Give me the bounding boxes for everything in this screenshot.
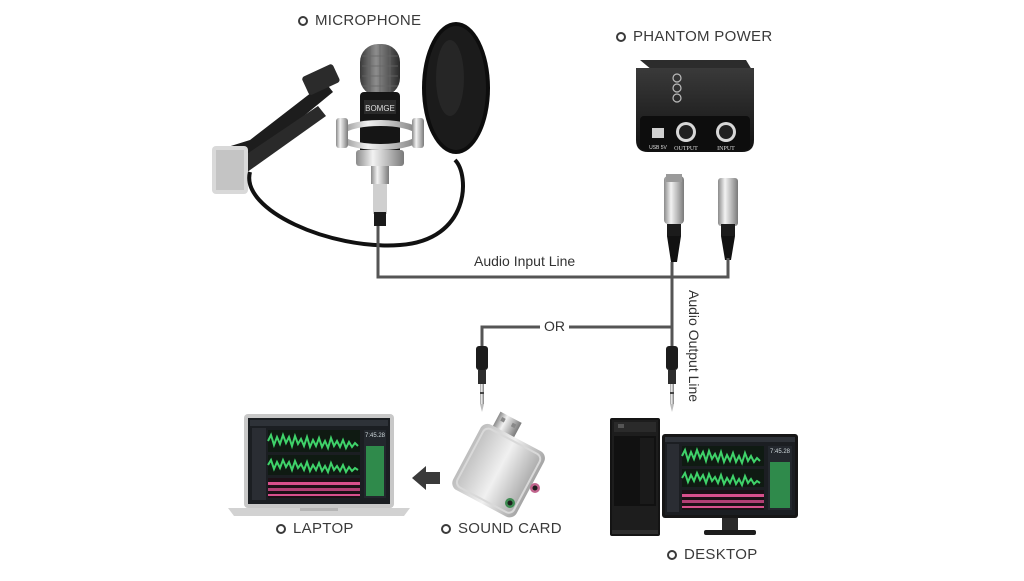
bullet-icon bbox=[667, 549, 677, 560]
microphone-icon: BOMGE bbox=[336, 44, 424, 226]
xlr-female-connector-icon bbox=[664, 174, 684, 262]
boom-arm bbox=[212, 64, 340, 194]
phantom-power-label: PHANTOM POWER bbox=[616, 28, 772, 45]
desktop-label-text: DESKTOP bbox=[684, 546, 758, 563]
output-port-label: OUTPUT bbox=[674, 146, 698, 152]
sound-card-icon bbox=[452, 411, 545, 518]
bullet-icon bbox=[441, 523, 451, 534]
brand-logo bbox=[672, 73, 682, 103]
microphone-label-text: MICROPHONE bbox=[315, 12, 422, 29]
laptop-screen-time: 7:45.28 bbox=[365, 433, 386, 439]
audio-input-line-label: Audio Input Line bbox=[470, 253, 580, 269]
audio-jack-icon bbox=[666, 346, 678, 412]
desktop-label: DESKTOP bbox=[667, 546, 758, 563]
usb-port-icon bbox=[652, 128, 664, 138]
microphone-label: MICROPHONE bbox=[298, 12, 421, 29]
input-port-label: INPUT bbox=[717, 146, 735, 152]
usb-label: USB 5V bbox=[649, 145, 667, 151]
audio-output-line-label: Audio Output Line bbox=[686, 290, 702, 403]
phantom-power-label-text: PHANTOM POWER bbox=[633, 28, 773, 45]
bullet-icon bbox=[276, 523, 286, 534]
bullet-icon bbox=[298, 15, 308, 26]
audio-input-line bbox=[376, 226, 730, 279]
arrow-left-icon bbox=[412, 466, 440, 490]
bullet-icon bbox=[616, 31, 626, 42]
sound-card-label: SOUND CARD bbox=[441, 520, 562, 537]
desktop-monitor-icon: 7:45.28 bbox=[662, 434, 798, 535]
or-branch-line bbox=[480, 325, 672, 346]
desktop-screen-time: 7:45.28 bbox=[770, 449, 791, 455]
laptop-label: LAPTOP bbox=[276, 520, 354, 537]
sound-card-label-text: SOUND CARD bbox=[458, 520, 562, 537]
mic-brand-text: BOMGE bbox=[365, 104, 395, 113]
phantom-power-icon: USB 5V OUTPUT INPUT bbox=[636, 60, 754, 152]
xlr-male-connector-icon bbox=[718, 178, 738, 260]
connection-lines bbox=[376, 226, 730, 346]
desktop-tower-icon bbox=[610, 418, 660, 536]
mic-cable bbox=[247, 158, 465, 248]
laptop-icon: 7:45.28 bbox=[228, 414, 410, 516]
or-label: OR bbox=[540, 318, 569, 334]
audio-jack-icon bbox=[476, 346, 488, 412]
pop-filter-icon bbox=[422, 22, 490, 154]
laptop-label-text: LAPTOP bbox=[293, 520, 354, 537]
